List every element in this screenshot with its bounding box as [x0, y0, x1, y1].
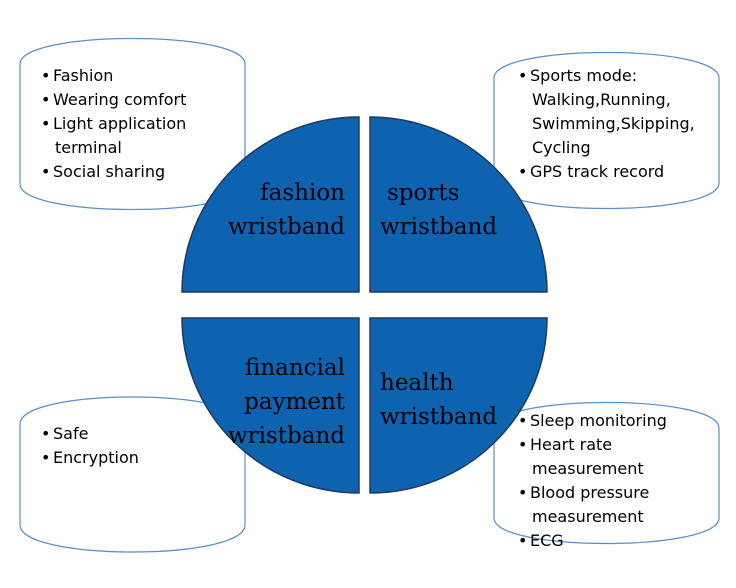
- sports-bullet: •: [518, 162, 527, 181]
- fashion-quadrant-label: fashion wristband: [228, 180, 345, 240]
- sports-quadrant: [369, 116, 548, 293]
- fashion-label-line: fashion: [260, 180, 345, 206]
- health-bullet: •: [518, 435, 527, 454]
- financial-features-box: • Safe • Encryption: [19, 396, 246, 553]
- fashion-feature-item: Light application: [53, 114, 186, 133]
- financial-bullet: •: [41, 424, 50, 443]
- health-bullet: •: [518, 531, 527, 550]
- sports-features-box: • Sports mode: Walking,Running, Swimming…: [493, 51, 720, 210]
- fashion-feature-item: Social sharing: [53, 162, 165, 181]
- financial-feature-item: Safe: [53, 424, 88, 443]
- financial-features-list: • Safe • Encryption: [41, 424, 139, 467]
- sports-bullet: •: [518, 66, 527, 85]
- financial-quadrant: [181, 317, 360, 494]
- health-bullet: •: [518, 483, 527, 502]
- sports-quadrant-label: sports wristband: [380, 180, 497, 240]
- financial-bullet: •: [41, 448, 50, 467]
- health-feature-item: Sleep monitoring: [530, 411, 667, 430]
- financial-label-line: financial: [245, 355, 345, 381]
- fashion-bullet: •: [41, 90, 50, 109]
- sports-feature-item: Swimming,Skipping,: [532, 114, 695, 133]
- fashion-bullet: •: [41, 66, 50, 85]
- health-label-line: health: [380, 370, 454, 396]
- health-box-shape: [493, 401, 720, 545]
- financial-feature-item: Encryption: [53, 448, 139, 467]
- health-quadrant: [369, 317, 548, 494]
- fashion-bullet: •: [41, 114, 50, 133]
- sports-feature-item: Cycling: [532, 138, 591, 157]
- fashion-bullet: •: [41, 162, 50, 181]
- financial-label-line: payment: [244, 389, 346, 415]
- health-quadrant-label: health wristband: [380, 370, 497, 430]
- sports-feature-item: Sports mode:: [530, 66, 637, 85]
- sports-label-line: sports: [387, 180, 459, 206]
- health-bullet: •: [518, 411, 527, 430]
- fashion-quadrant: [181, 116, 360, 293]
- health-feature-item: measurement: [532, 507, 644, 526]
- fashion-feature-item: terminal: [55, 138, 122, 157]
- sports-feature-item: GPS track record: [530, 162, 664, 181]
- health-feature-item: Blood pressure: [530, 483, 649, 502]
- health-label-line: wristband: [380, 404, 497, 430]
- financial-label-line: wristband: [228, 423, 345, 449]
- fashion-feature-item: Fashion: [53, 66, 113, 85]
- sports-label-line: wristband: [380, 214, 497, 240]
- health-features-box: • Sleep monitoring • Heart rate measurem…: [493, 401, 720, 550]
- health-feature-item: measurement: [532, 459, 644, 478]
- quadrant-circle: [181, 116, 548, 494]
- fashion-label-line: wristband: [228, 214, 345, 240]
- sports-box-shape: [493, 51, 720, 210]
- health-feature-item: Heart rate: [530, 435, 612, 454]
- health-features-list: • Sleep monitoring • Heart rate measurem…: [518, 411, 667, 550]
- sports-feature-item: Walking,Running,: [532, 90, 671, 109]
- sports-features-list: • Sports mode: Walking,Running, Swimming…: [518, 66, 695, 181]
- fashion-features-box: • Fashion • Wearing comfort • Light appl…: [19, 37, 246, 211]
- financial-box-shape: [19, 396, 246, 553]
- fashion-features-list: • Fashion • Wearing comfort • Light appl…: [41, 66, 186, 181]
- financial-quadrant-label: financial payment wristband: [228, 355, 346, 449]
- fashion-feature-item: Wearing comfort: [53, 90, 186, 109]
- health-feature-item: ECG: [530, 531, 564, 550]
